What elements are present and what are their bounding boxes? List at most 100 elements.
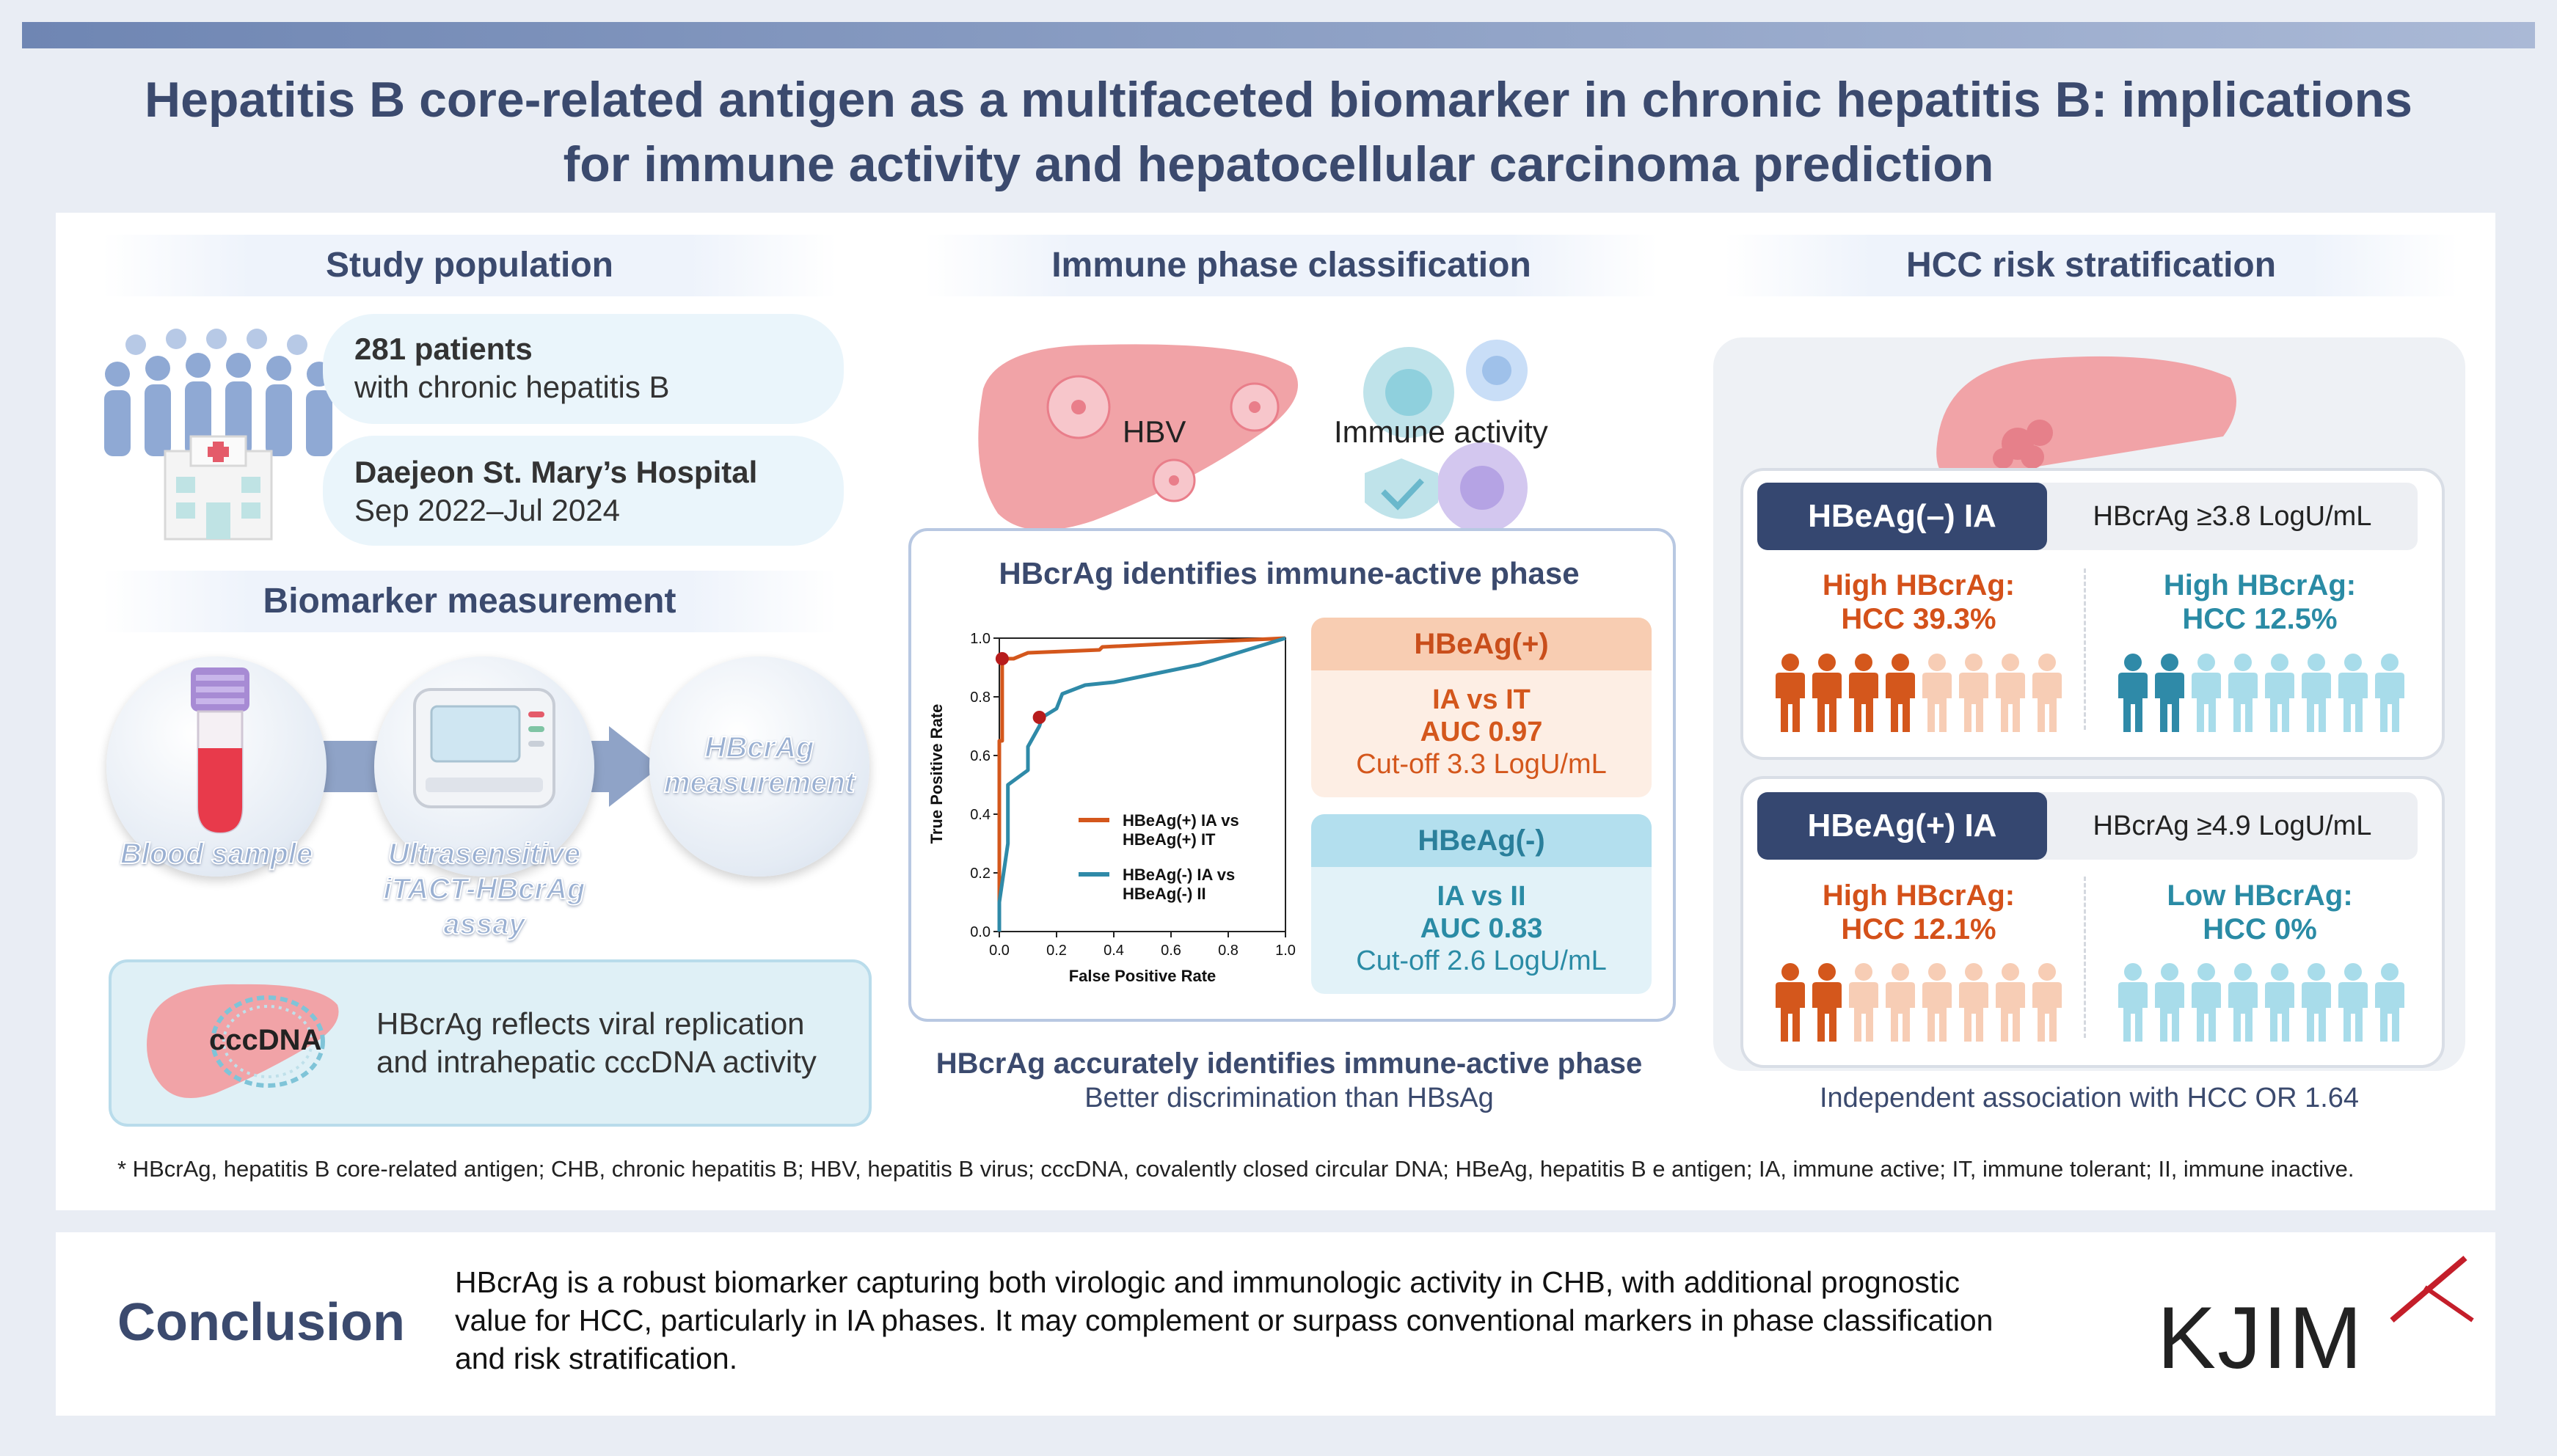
blood-tube-icon	[191, 667, 249, 834]
measurement-label-line-1: HBcrAg	[704, 731, 815, 764]
cccdna-reflect-text: HBcrAg reflects viral replication and in…	[376, 1005, 817, 1081]
measurement-label-line-2: measurement	[663, 766, 856, 800]
hbeag-pos-body: IA vs IT AUC 0.97 Cut-off 3.3 LogU/mL	[1311, 684, 1652, 780]
patients-group-icon	[104, 329, 332, 456]
patients-condition: with chronic hepatitis B	[354, 370, 670, 404]
pos-left-people	[1772, 962, 2065, 1043]
kjim-logo: KJIM	[2157, 1289, 2364, 1387]
roc-y-tick-label: 0.4	[970, 807, 991, 823]
person-icon	[1886, 654, 1915, 732]
conclusion-line-2: value for HCC, particularly in IA phases…	[455, 1303, 1994, 1337]
pos-left-stat: High HBcrAg: HCC 12.1%	[1757, 879, 2080, 946]
pos-left-stat-l2: HCC 12.1%	[1841, 913, 1996, 945]
neg-right-stat-l2: HCC 12.5%	[2182, 603, 2338, 635]
pos-cutoff: Cut-off 3.3 LogU/mL	[1356, 749, 1607, 780]
person-icon	[2375, 963, 2404, 1042]
pos-right-stat-l2: HCC 0%	[2203, 913, 2317, 945]
person-icon	[2375, 654, 2404, 732]
blood-sample-label: Blood sample	[120, 837, 313, 871]
hcc-liver-icon	[1936, 356, 2236, 480]
person-icon	[2155, 963, 2184, 1042]
pos-right-people	[2115, 962, 2408, 1043]
person-icon	[2228, 963, 2258, 1042]
roc-cutoff-point-pos	[995, 652, 1009, 665]
person-icon	[1812, 963, 1842, 1042]
roc-y-tick-label: 0.0	[970, 924, 991, 940]
roc-y-tick-label: 0.8	[970, 689, 991, 706]
person-icon	[2192, 654, 2221, 732]
neg-left-stat-l1: High HBcrAg:	[1822, 569, 2016, 601]
pos-ia-pill: HBeAg(+) IA	[1757, 792, 2047, 860]
roc-curve-neg	[997, 636, 1286, 932]
roc-series	[995, 636, 1286, 932]
immune-box-title: HBcrAg identifies immune-active phase	[999, 556, 1580, 590]
hbeag-neg-header: HBeAg(-)	[1311, 814, 1652, 867]
roc-x-tick-label: 0.0	[989, 943, 1010, 959]
pos-left-stat-l1: High HBcrAg:	[1822, 879, 2016, 912]
assay-label-line-2: iTACT-HBcrAg	[383, 872, 586, 906]
neg-right-stat: High HBcrAg: HCC 12.5%	[2098, 568, 2421, 636]
hbeag-pos-header: HBeAg(+)	[1311, 618, 1652, 670]
neg-auc: AUC 0.83	[1420, 913, 1543, 944]
person-icon	[2302, 963, 2331, 1042]
hospital-text: Daejeon St. Mary’s Hospital Sep 2022–Jul…	[354, 453, 839, 530]
person-icon	[1776, 654, 1805, 732]
neg-cutoff: Cut-off 2.6 LogU/mL	[1356, 945, 1607, 976]
immune-summary-sub: Better discrimination than HBsAg	[1084, 1083, 1494, 1113]
person-icon	[1959, 963, 1988, 1042]
neg-divider	[2084, 568, 2086, 730]
neg-ia-pill: HBeAg(–) IA	[1757, 483, 2047, 550]
hbv-label: HBV	[1123, 414, 1186, 449]
person-icon	[2118, 654, 2148, 732]
hbeag-neg-body: IA vs II AUC 0.83 Cut-off 2.6 LogU/mL	[1311, 880, 1652, 977]
conclusion-panel	[56, 1232, 2495, 1416]
pos-auc: AUC 0.97	[1420, 717, 1543, 747]
immune-summary: HBcrAg accurately identifies immune-acti…	[935, 1047, 1643, 1080]
roc-x-tick-label: 1.0	[1275, 943, 1296, 959]
person-icon	[1776, 963, 1805, 1042]
measurement-label: HBcrAg measurement	[646, 730, 873, 800]
person-icon	[2302, 654, 2331, 732]
immune-cells-icon	[1363, 340, 1528, 533]
conclusion-text: HBcrAg is a robust biomarker capturing b…	[455, 1263, 2120, 1378]
assay-machine-icon	[413, 688, 555, 808]
roc-y-tick-label: 0.2	[970, 866, 991, 882]
person-icon	[1849, 654, 1878, 732]
person-icon	[1886, 963, 1915, 1042]
page-title: Hepatitis B core-related antigen as a mu…	[44, 67, 2513, 197]
kjim-logo-mark-icon	[2390, 1255, 2474, 1323]
neg-right-stat-l1: High HBcrAg:	[2163, 569, 2357, 601]
pos-divider	[2084, 877, 2086, 1038]
person-icon	[1849, 963, 1878, 1042]
conclusion-line-1: HBcrAg is a robust biomarker capturing b…	[455, 1265, 1960, 1299]
roc-x-tick-label: 0.2	[1046, 943, 1067, 959]
pos-comparison: IA vs IT	[1432, 684, 1531, 715]
liver-virus-icon	[978, 344, 1298, 530]
hcc-or-footer: Independent association with HCC OR 1.64	[1819, 1083, 2360, 1113]
legend-pos-l1: HBeAg(+) IA vs	[1123, 811, 1239, 830]
roc-x-tick-label: 0.6	[1161, 943, 1181, 959]
neg-comparison: IA vs II	[1437, 881, 1526, 912]
roc-cutoff-point-neg	[1032, 711, 1046, 724]
person-icon	[1812, 654, 1842, 732]
person-icon	[2032, 654, 2062, 732]
person-icon	[2192, 963, 2221, 1042]
legend-neg-l2: HBeAg(-) II	[1123, 885, 1206, 903]
hospital-icon	[164, 435, 273, 541]
pos-right-stat: Low HBcrAg: HCC 0%	[2098, 879, 2421, 946]
assay-label-line-3: assay	[442, 907, 525, 941]
liver-dna-icon	[147, 984, 339, 1099]
roc-y-tick-label: 0.6	[970, 748, 991, 764]
cccdna-reflect-line-1: HBcrAg reflects viral replication	[376, 1006, 805, 1041]
legend-pos-l2: HBeAg(+) IT	[1123, 830, 1216, 849]
conclusion-line-3: and risk stratification.	[455, 1342, 738, 1375]
measurement-circle	[649, 656, 869, 877]
biomarker-heading: Biomarker measurement	[103, 571, 836, 632]
person-icon	[2118, 963, 2148, 1042]
hospital-pill	[323, 436, 844, 546]
neg-right-people	[2115, 653, 2408, 734]
person-icon	[2265, 963, 2294, 1042]
cccdna-reflect-line-2: and intrahepatic cccDNA activity	[376, 1045, 817, 1079]
